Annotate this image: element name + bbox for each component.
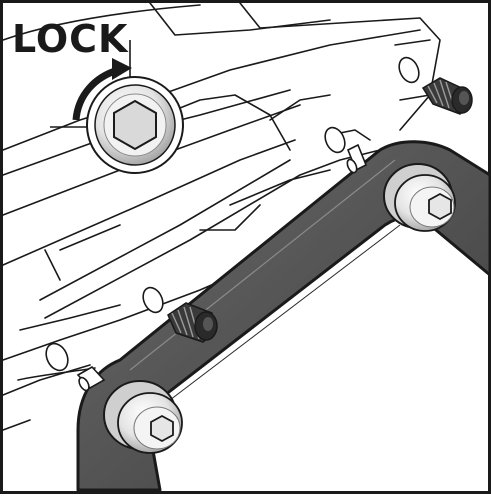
housing-holes: [45, 56, 420, 372]
lock-rotation-arrow-icon: [50, 40, 132, 128]
bracket-bolt-lower-hex-socket-icon: [103, 380, 183, 454]
alignment-pins: [76, 143, 368, 392]
threaded-screw-center-icon: [167, 302, 218, 343]
threaded-screw-upper-icon: [421, 77, 473, 115]
lock-label: LOCK: [12, 17, 129, 61]
bracket-bolt-upper-hex-socket-icon: [383, 163, 456, 232]
lock-bolt-hex-socket-icon: [86, 76, 184, 174]
